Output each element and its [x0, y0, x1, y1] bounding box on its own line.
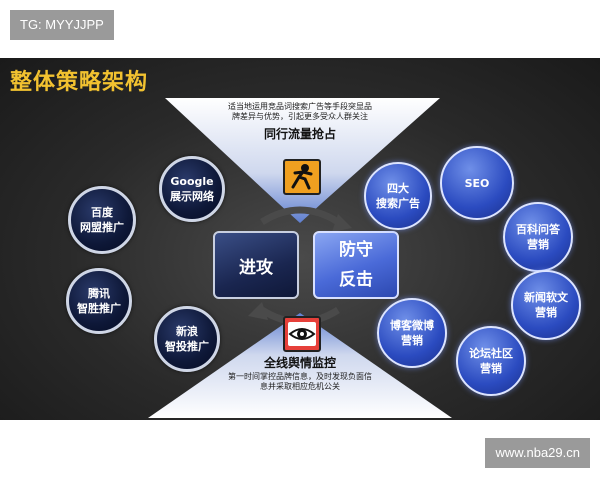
node-baidu-line2: 网盟推广: [80, 221, 124, 234]
node-forum: 论坛社区 营销: [456, 326, 526, 396]
node-seo-line1: SEO: [464, 176, 490, 190]
bottom-description: 第一时间掌控品牌信息，及时发现负面信 息并采取相应危机公关: [210, 372, 390, 392]
node-sina-line2: 智投推广: [165, 340, 209, 353]
watermark-bottom-right: www.nba29.cn: [485, 438, 590, 468]
bottom-funnel: [148, 313, 452, 418]
diagram-title: 整体策略架构: [10, 70, 149, 95]
node-news-pr-line1: 新闻软文: [524, 291, 568, 304]
node-forum-line1: 论坛社区: [469, 347, 513, 360]
cycle-arrow-top: [260, 206, 340, 225]
node-tencent: 腾讯 智胜推广: [66, 268, 132, 334]
node-blog-weibo-line2: 营销: [401, 334, 423, 347]
bottom-description-line1: 第一时间掌控品牌信息，及时发现负面信: [228, 372, 372, 381]
runner-icon: [283, 159, 321, 195]
defend-line2: 反击: [339, 270, 373, 290]
defend-block: 防守 反击: [313, 231, 399, 299]
node-wiki-qa-line1: 百科问答: [516, 223, 560, 236]
node-tencent-line2: 智胜推广: [77, 302, 121, 315]
node-news-pr-line2: 营销: [535, 306, 557, 319]
node-blog-weibo-line1: 博客微博: [390, 319, 434, 332]
bottom-label: 全线舆情监控: [263, 356, 336, 370]
node-wiki-qa-line2: 营销: [527, 238, 549, 251]
node-forum-line2: 营销: [480, 362, 502, 375]
cycle-arrow-bottom-head: [248, 302, 268, 320]
attack-block: 进攻: [213, 231, 299, 299]
node-news-pr: 新闻软文 营销: [511, 270, 581, 340]
bottom-description-line2: 息并采取相应危机公关: [260, 382, 340, 391]
defend-line1: 防守: [339, 240, 373, 260]
node-tencent-line1: 腾讯: [88, 287, 110, 300]
node-google-line1: Google: [170, 175, 214, 188]
cycle-arrow-top-head: [332, 214, 352, 232]
top-description-line2: 牌差异与优势，引起更多受众人群关注: [232, 112, 368, 121]
top-description-line1: 适当地运用竞品词搜索广告等手段突显品: [228, 102, 372, 111]
node-search-ads-line1: 四大: [387, 182, 409, 195]
top-description: 适当地运用竞品词搜索广告等手段突显品 牌差异与优势，引起更多受众人群关注: [210, 102, 390, 122]
node-search-ads-line2: 搜索广告: [376, 197, 420, 210]
node-seo: SEO: [440, 146, 514, 220]
eye-icon: [283, 316, 321, 352]
node-search-ads: 四大 搜索广告: [364, 162, 432, 230]
top-label: 同行流量抢占: [263, 127, 336, 141]
strategy-diagram: 整体策略架构 适当地运用竞品词搜索广告等手段突显品 牌差异与优势，引起更多受众人…: [0, 58, 600, 420]
node-sina: 新浪 智投推广: [154, 306, 220, 372]
node-google: Google 展示网络: [159, 156, 225, 222]
node-baidu-line1: 百度: [91, 206, 113, 219]
node-sina-line1: 新浪: [176, 325, 198, 338]
watermark-top-left: TG: MYYJJPP: [10, 10, 114, 40]
node-baidu: 百度 网盟推广: [68, 186, 136, 254]
node-blog-weibo: 博客微博 营销: [377, 298, 447, 368]
node-google-line2: 展示网络: [170, 190, 214, 203]
node-wiki-qa: 百科问答 营销: [503, 202, 573, 272]
